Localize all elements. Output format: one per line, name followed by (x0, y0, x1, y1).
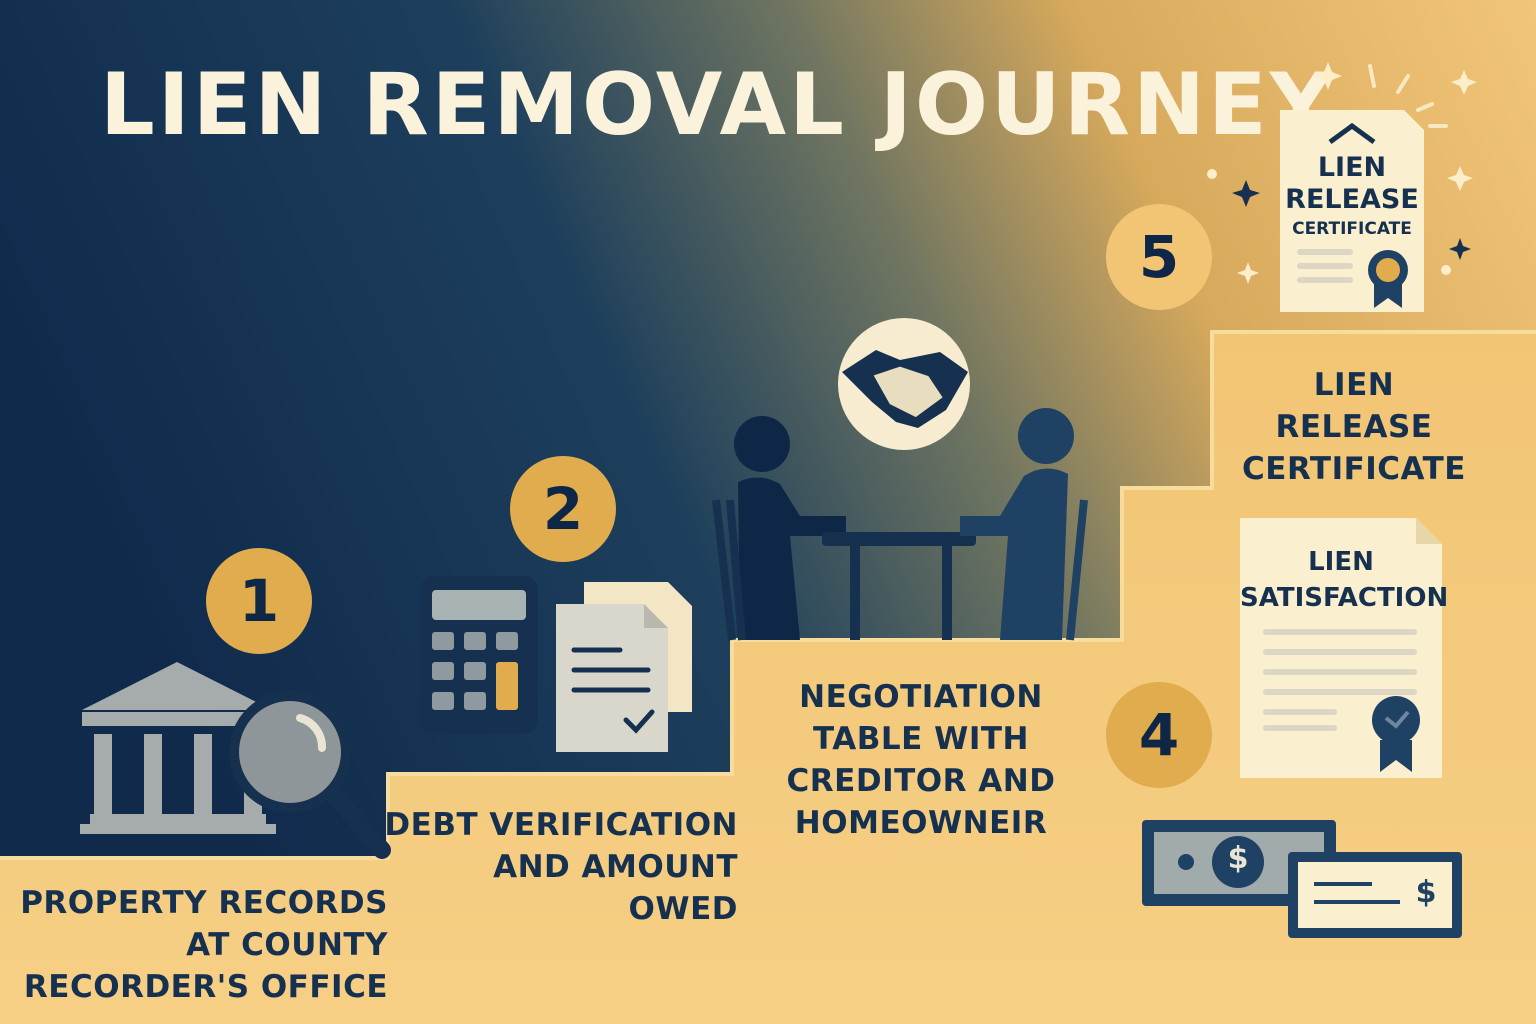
certificate-line-3: CERTIFICATE (1292, 219, 1412, 239)
step-5-label: LIEN RELEASE CERTIFICATE (1242, 367, 1466, 487)
step-2-badge: 2 (510, 456, 616, 562)
step-4-badge: 4 (1106, 682, 1212, 788)
step-2-label: DEBT VERIFICATION AND AMOUNT OWED (384, 807, 738, 927)
certificate-line-1: LIEN (1317, 152, 1387, 183)
step-1-label: PROPERTY RECORDS AT COUNTY RECORDER'S OF… (20, 885, 388, 1005)
page-title: LIEN REMOVAL JOURNEY (100, 55, 1335, 155)
step-1-badge: 1 (206, 548, 312, 654)
satisfaction-document-title: LIEN SATISFACTION (1240, 547, 1449, 613)
step-5-badge: 5 (1106, 204, 1212, 310)
step-3-label: NEGOTIATION TABLE WITH CREDITOR AND HOME… (786, 679, 1056, 841)
check-dollar-sign: $ (1415, 875, 1437, 910)
certificate-line-2: RELEASE (1285, 184, 1419, 215)
bill-dollar-sign: $ (1227, 841, 1249, 876)
